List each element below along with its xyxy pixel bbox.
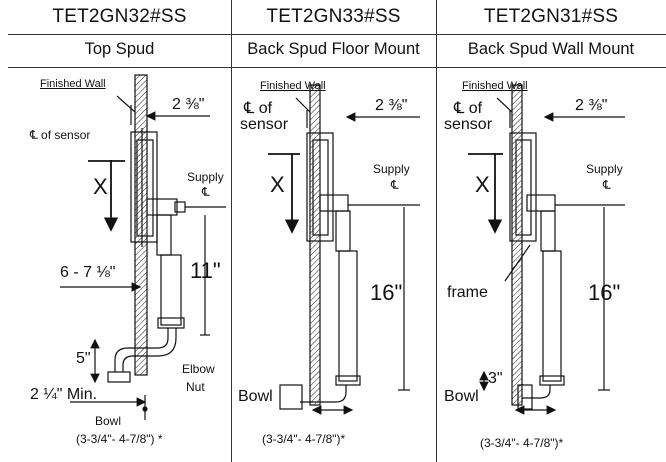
panel3-drawing <box>468 84 625 415</box>
frame-label: frame <box>447 284 488 301</box>
height-16-label: 16" <box>588 280 621 305</box>
supply-label: Supply <box>187 170 224 184</box>
sensor-label: sensor <box>444 116 493 133</box>
panel1-drawing <box>60 74 226 420</box>
bowl-label: Bowl <box>238 388 273 405</box>
supply-centerline-label: ℄ <box>202 185 210 199</box>
panel-divider-1 <box>231 0 232 462</box>
x-dimension-label: X <box>93 174 108 199</box>
sensor-centerline-label: ℄ of <box>454 100 483 117</box>
range-label: (3-3/4"- 4-7/8") * <box>76 432 163 446</box>
nut-label: Nut <box>186 380 205 394</box>
sensor-label: sensor <box>240 116 289 133</box>
supply-centerline-label: ℄ <box>391 178 399 192</box>
x-dimension-label: X <box>270 172 285 197</box>
finished-wall-label: Finished Wall <box>40 78 106 90</box>
drop-5-label: 5" <box>76 350 91 367</box>
supply-label: Supply <box>586 162 623 176</box>
model-number: TET2GN33#SS <box>266 6 401 27</box>
supply-label: Supply <box>373 162 410 176</box>
drop-3-label: 3" <box>488 370 503 387</box>
panel-top-spud: TET2GN32#SS Top Spud <box>8 0 231 462</box>
wall-gap-label: 2 ⅜" <box>172 96 205 113</box>
sensor-centerline-label: ℄ of <box>244 100 273 117</box>
bowl-label: Bowl <box>444 388 479 405</box>
wall-gap-label: 2 ⅜" <box>575 97 608 114</box>
model-number: TET2GN32#SS <box>52 6 187 27</box>
wall-gap-label: 2 ⅜" <box>375 97 408 114</box>
x-dimension-label: X <box>475 172 490 197</box>
height-11-label: 11" <box>190 258 221 283</box>
finished-wall-label: Finished Wall <box>462 80 528 92</box>
supply-centerline-label: ℄ <box>603 178 611 192</box>
bowl-label: Bowl <box>95 414 122 428</box>
mount-type: Back Spud Wall Mount <box>467 40 635 58</box>
min-distance-label: 2 ¼" Min. <box>30 386 98 403</box>
range-label: (3-3/4"- 4-7/8")* <box>262 432 346 446</box>
panel-divider-2 <box>436 0 437 462</box>
model-number: TET2GN31#SS <box>483 6 619 27</box>
header-rule-1 <box>8 34 666 35</box>
range-label: (3-3/4"- 4-7/8")* <box>480 436 564 450</box>
finished-wall-label: Finished Wall <box>260 80 326 92</box>
mount-type: Top Spud <box>84 40 155 58</box>
panel-back-spud-floor: TET2GN33#SS Back Spud Floor Mount <box>231 0 436 462</box>
mount-type: Back Spud Floor Mount <box>247 40 420 58</box>
panel-back-spud-wall: TET2GN31#SS Back Spud Wall Mount <box>436 0 666 462</box>
panel2-drawing <box>268 84 420 415</box>
sensor-centerline-label: ℄ of sensor <box>30 128 91 142</box>
elbow-label: Elbow <box>182 362 215 376</box>
header-rule-2 <box>8 67 666 68</box>
height-16-label: 16" <box>370 280 403 305</box>
offset-label: 6 - 7 ⅛" <box>60 264 116 281</box>
